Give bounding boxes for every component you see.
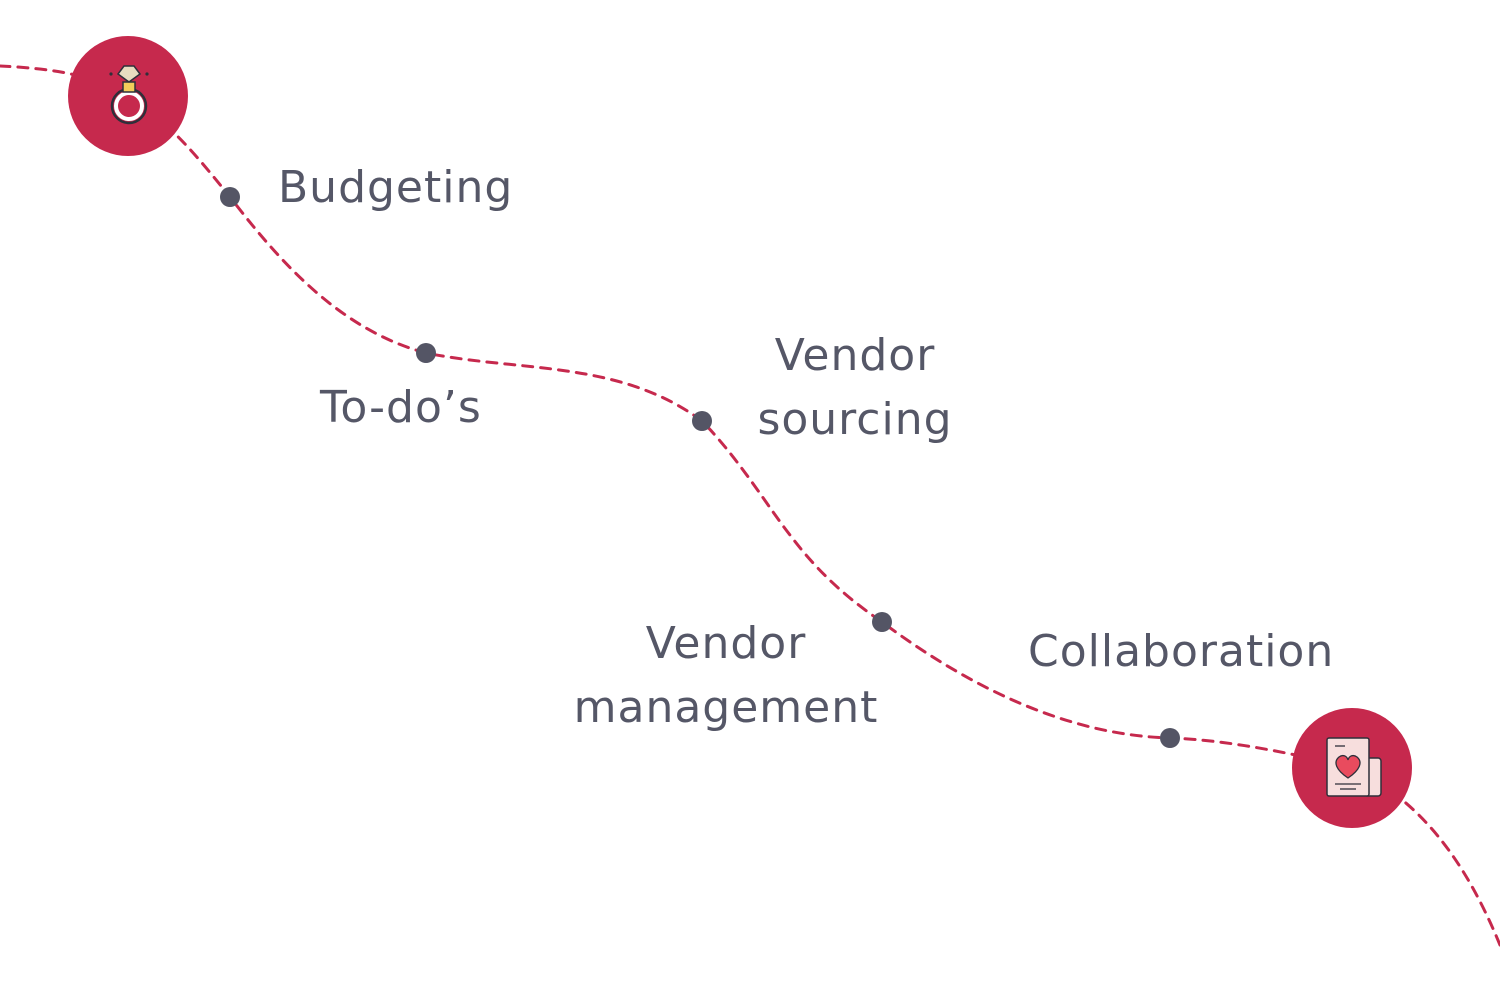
step-label-budgeting: Budgeting — [278, 162, 514, 213]
step-dot-budgeting — [220, 187, 240, 207]
step-label-vendor-sourcing: Vendor sourcing — [740, 324, 970, 452]
step-dot-collaboration — [1160, 728, 1180, 748]
step-label-line: Vendor — [774, 330, 936, 381]
step-label-line: sourcing — [757, 394, 953, 445]
engagement-ring-icon — [109, 65, 149, 125]
dashed-roadmap-path — [0, 64, 1500, 947]
milestone-end — [1292, 708, 1412, 828]
milestone-start — [68, 36, 188, 156]
step-label-line: management — [573, 682, 879, 733]
step-dot-vendor-management — [872, 612, 892, 632]
step-dot-todos — [416, 343, 436, 363]
step-dot-vendor-sourcing — [692, 411, 712, 431]
love-letter-icon — [1326, 737, 1382, 797]
step-label-collaboration: Collaboration — [1028, 626, 1335, 677]
step-label-vendor-management: Vendor management — [548, 612, 904, 740]
step-label-todos: To-do’s — [320, 382, 482, 433]
step-label-line: Vendor — [645, 618, 807, 669]
